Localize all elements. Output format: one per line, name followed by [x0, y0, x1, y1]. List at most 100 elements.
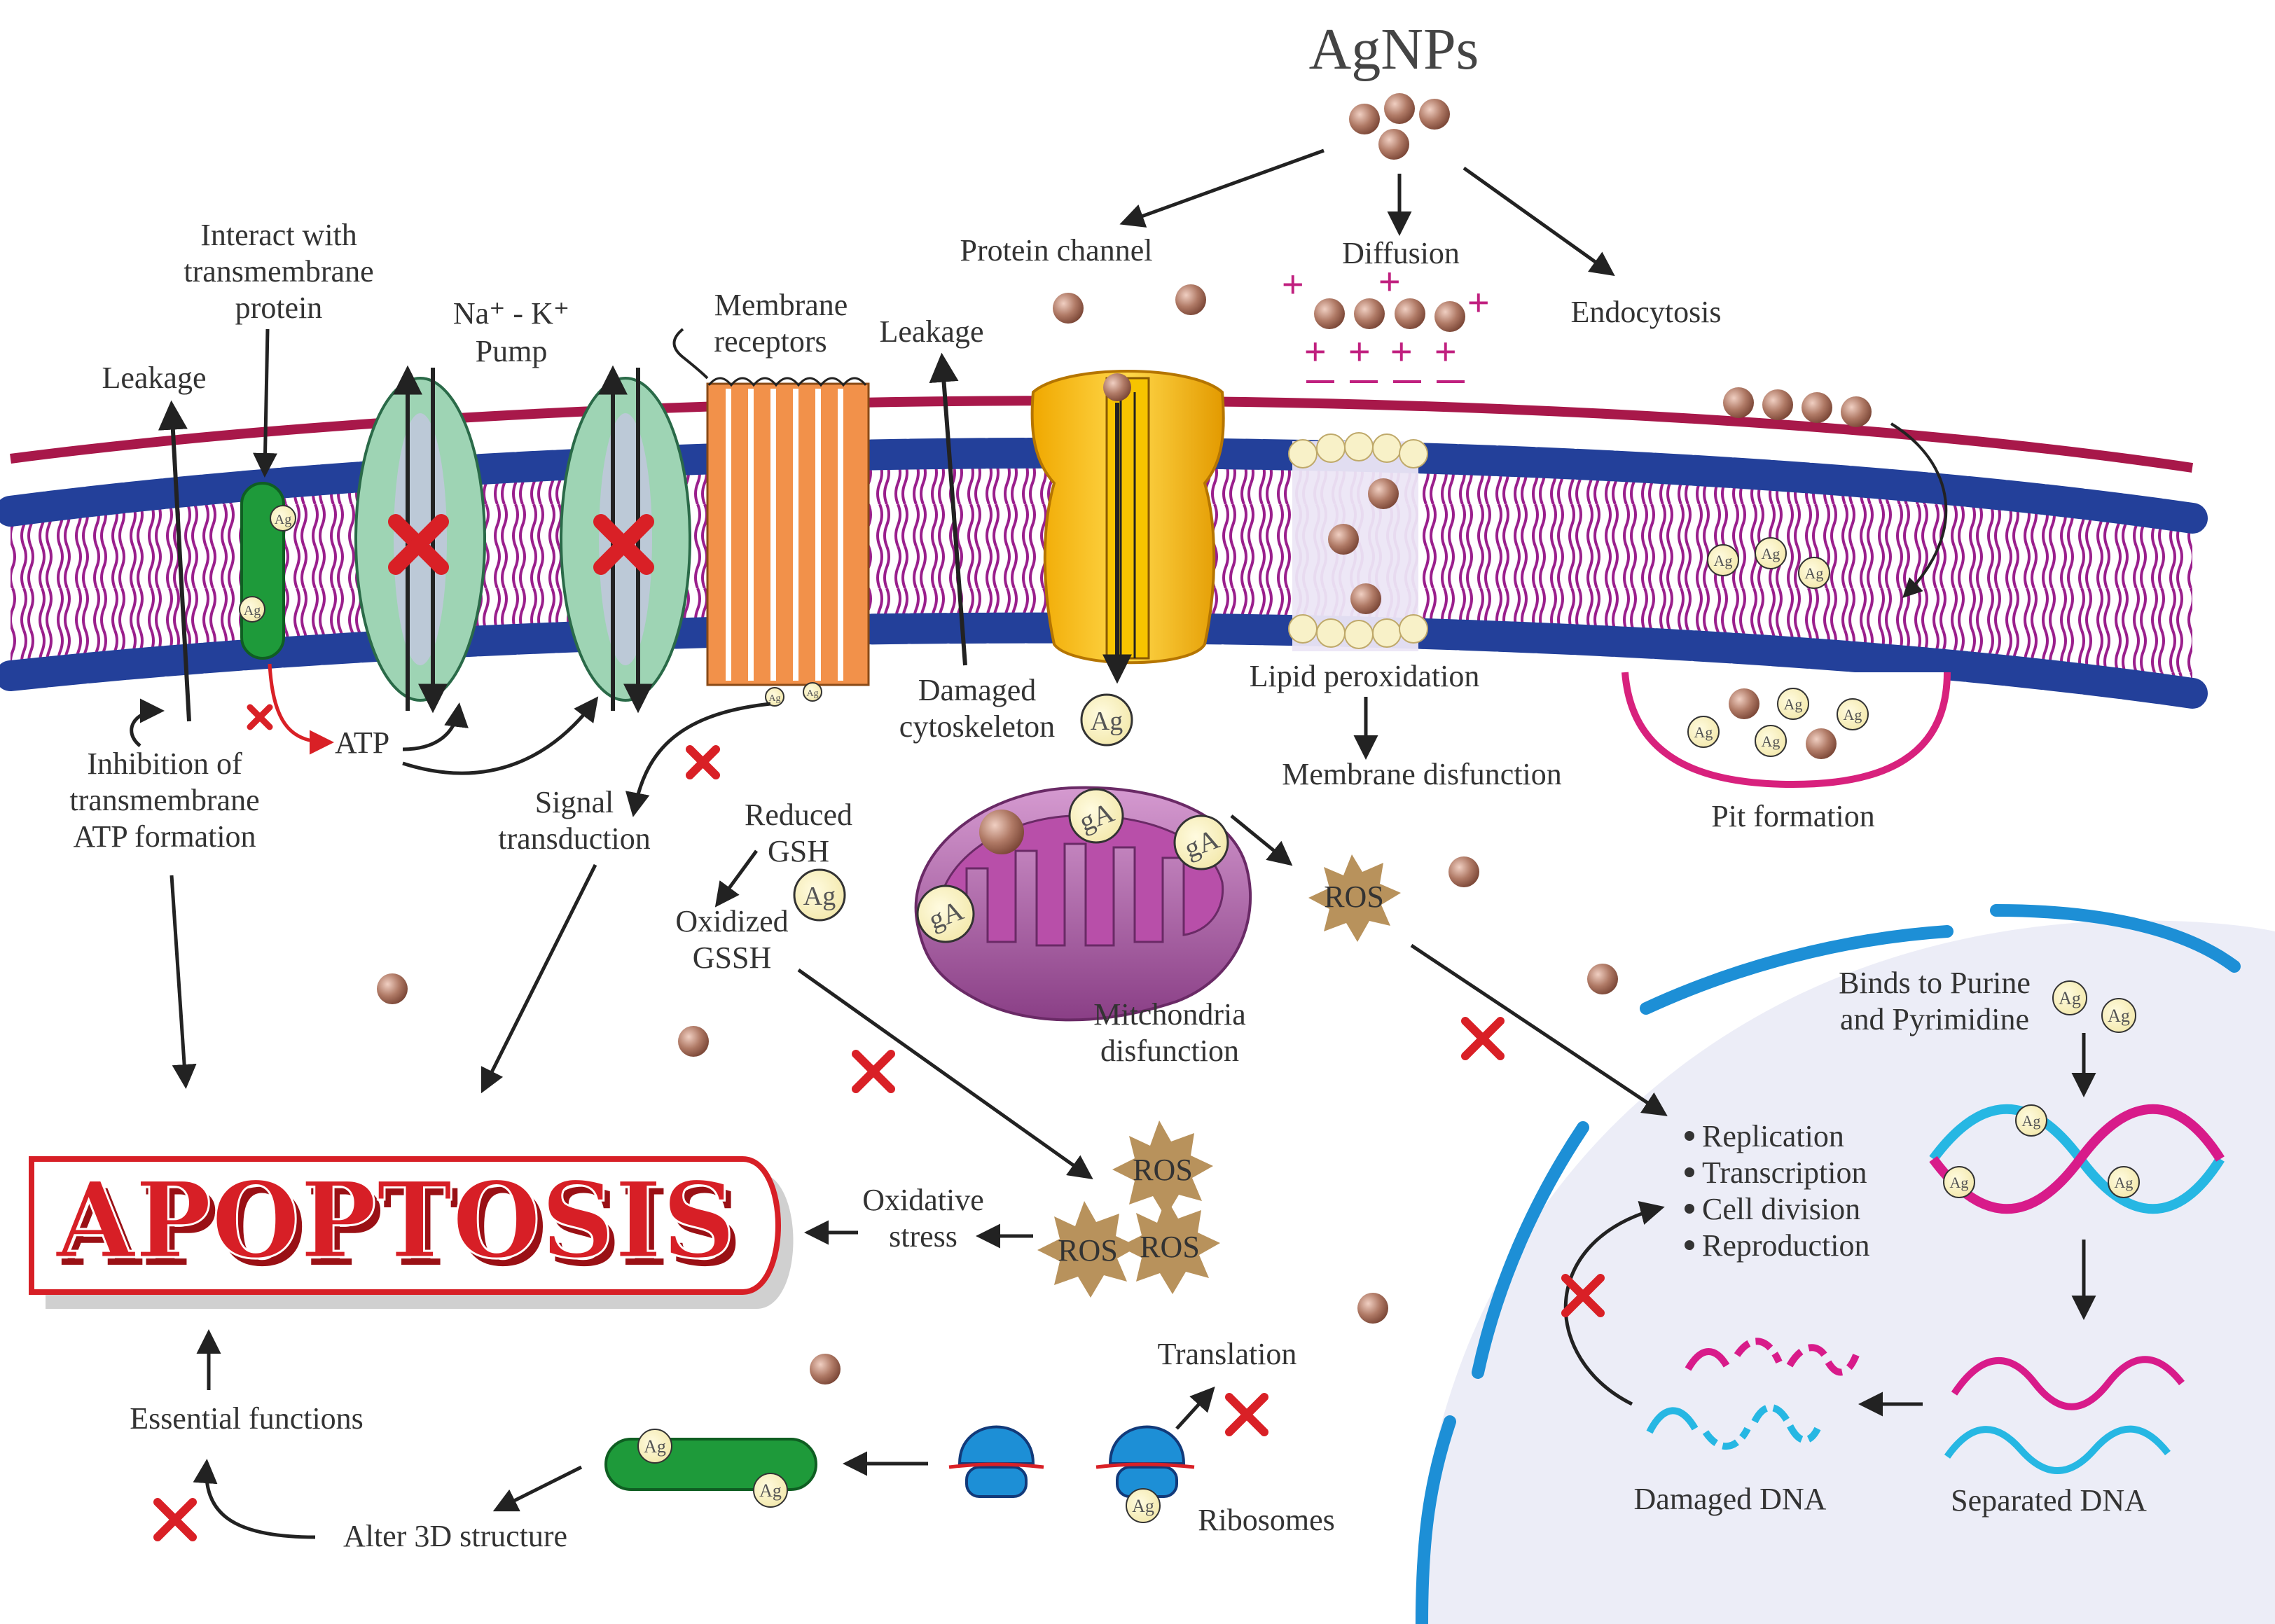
x-mark: [852, 1050, 895, 1093]
svg-text:Ag: Ag: [275, 512, 291, 527]
ag-tag: Ag: [1707, 544, 1739, 576]
ag-tag: Ag: [2052, 980, 2087, 1015]
damaged-to-functions-arrow: [1563, 1201, 1665, 1406]
silver-nanoparticle: [1349, 104, 1380, 134]
silver-nanoparticle: [1395, 298, 1425, 329]
svg-text:Ag: Ag: [806, 688, 818, 699]
svg-text:Ag: Ag: [803, 882, 836, 911]
svg-text:Ag: Ag: [1091, 707, 1123, 736]
ag-tag: Ag: [1837, 698, 1869, 730]
interact-arrow: [253, 328, 278, 478]
nuclear-envelope: [1416, 1415, 1456, 1624]
svg-text:Ag: Ag: [759, 1480, 782, 1501]
ribosome-to-translation-arrow: [1175, 1386, 1215, 1430]
leakage-mid-label: Leakage: [880, 314, 984, 349]
lipid-peroxidation-label: Lipid peroxidation: [1250, 659, 1480, 693]
na-k-pump-2: [560, 365, 691, 714]
x-mark: [388, 514, 449, 575]
silver-nanoparticle: [1328, 524, 1359, 555]
translation-label: Translation: [1158, 1337, 1297, 1371]
svg-text:Ag: Ag: [768, 693, 780, 704]
ag-tag: Ag: [765, 687, 784, 707]
ag-tag: Ag: [2101, 998, 2136, 1033]
cytoskeleton-line-1: Damaged: [918, 673, 1037, 707]
oxidized-line-2: GSSH: [693, 941, 772, 975]
oxidative-stress-label: Oxidative stress: [862, 1183, 984, 1254]
silver-nanoparticle: [1350, 583, 1381, 614]
x-mark: [1561, 1274, 1605, 1317]
alter-to-essential-arrow: [193, 1459, 316, 1539]
mitochondria-label: Mitchondria disfunction: [1093, 997, 1246, 1068]
svg-text:ROS: ROS: [1133, 1153, 1193, 1187]
receptor-ligand: [672, 328, 709, 380]
ag-tag: Ag: [803, 682, 822, 702]
svg-text:Ag: Ag: [1714, 552, 1733, 569]
reduced-line-1: Reduced: [745, 798, 852, 832]
interact-line-2: transmembrane: [184, 254, 373, 289]
ag-tag: Ag: [2015, 1104, 2047, 1137]
inhibition-line-2: transmembrane: [69, 783, 259, 817]
inhibition-line-1: Inhibition of: [87, 747, 242, 781]
silver-nanoparticle: [1314, 298, 1345, 329]
oxidized-line-1: Oxidized: [675, 904, 788, 938]
agnps-cluster: [1349, 93, 1450, 160]
inhibition-to-apoptosis-arrow: [170, 875, 197, 1089]
pump-label: Na⁺ - K⁺ Pump: [453, 296, 569, 368]
silver-nanoparticle: [1802, 392, 1832, 423]
silver-nanoparticle: [1434, 301, 1465, 332]
arrow-to-protein-channel: [1119, 148, 1325, 228]
silver-nanoparticle: [810, 1354, 841, 1384]
silver-nanoparticle: [1175, 284, 1206, 315]
silver-nanoparticle: [1384, 93, 1415, 124]
receptors-line-1: Membrane: [714, 288, 848, 322]
ag-tag: Ag: [753, 1473, 788, 1508]
function-item: Reproduction: [1702, 1228, 1870, 1263]
damaged-cytoskeleton-label: Damaged cytoskeleton: [899, 673, 1055, 744]
x-mark: [153, 1498, 197, 1541]
mito-line-2: disfunction: [1100, 1034, 1239, 1068]
damaged-dna-label: Damaged DNA: [1634, 1482, 1827, 1516]
svg-text:Ag: Ag: [1844, 706, 1862, 723]
na-k-pump-1: [354, 365, 486, 714]
mito-line-1: Mitchondria: [1093, 997, 1246, 1032]
agnps-title: AgNPs: [1309, 17, 1479, 82]
x-mark: [593, 514, 654, 575]
damaged-dna: [1646, 1338, 1860, 1450]
atp-red-arrow: [268, 663, 334, 755]
silver-nanoparticle: [678, 1026, 709, 1057]
ag-tag: Ag: [1755, 725, 1787, 757]
silver-nanoparticle: [1806, 728, 1837, 759]
silver-nanoparticle: [1723, 387, 1754, 418]
pit-vesicle: [1621, 672, 1951, 789]
atp-to-pump1-arrow: [402, 702, 469, 751]
silver-nanoparticle: [1357, 1293, 1388, 1324]
silver-nanoparticle: [1419, 99, 1450, 130]
function-item: Replication: [1702, 1119, 1844, 1153]
function-item: Transcription: [1702, 1155, 1867, 1190]
silver-nanoparticle: [979, 810, 1024, 854]
silver-nanoparticle: [1354, 298, 1385, 329]
silver-nanoparticle: [1103, 373, 1131, 401]
scattered-particles: [377, 284, 1618, 1384]
svg-text:Ag: Ag: [2059, 988, 2081, 1008]
ag-tag: Ag: [1943, 1166, 1975, 1198]
silver-nanoparticle: [1378, 129, 1409, 160]
silver-nanoparticle: [377, 973, 408, 1004]
ag-tag: Ag: [1798, 557, 1830, 589]
protein-channel: [1030, 370, 1225, 665]
separated-dna: [1944, 1356, 2185, 1474]
leakage-mid-arrow: [929, 352, 967, 666]
svg-text:ROS: ROS: [1324, 880, 1384, 914]
inhibition-line-3: ATP formation: [73, 819, 256, 854]
x-mark: [1461, 1017, 1505, 1060]
inhibition-label: Inhibition of transmembrane ATP formatio…: [69, 747, 259, 854]
ag-tag: Ag: [2108, 1166, 2140, 1198]
membrane-receptors: [706, 377, 870, 686]
diffusion-label: Diffusion: [1342, 236, 1460, 270]
svg-text:Ag: Ag: [1805, 564, 1824, 582]
svg-text:Ag: Ag: [1694, 723, 1713, 741]
svg-text:+: +: [1467, 282, 1490, 324]
svg-text:Ag: Ag: [1950, 1174, 1969, 1191]
diffusion-charges: +++ ++++: [1282, 261, 1490, 383]
